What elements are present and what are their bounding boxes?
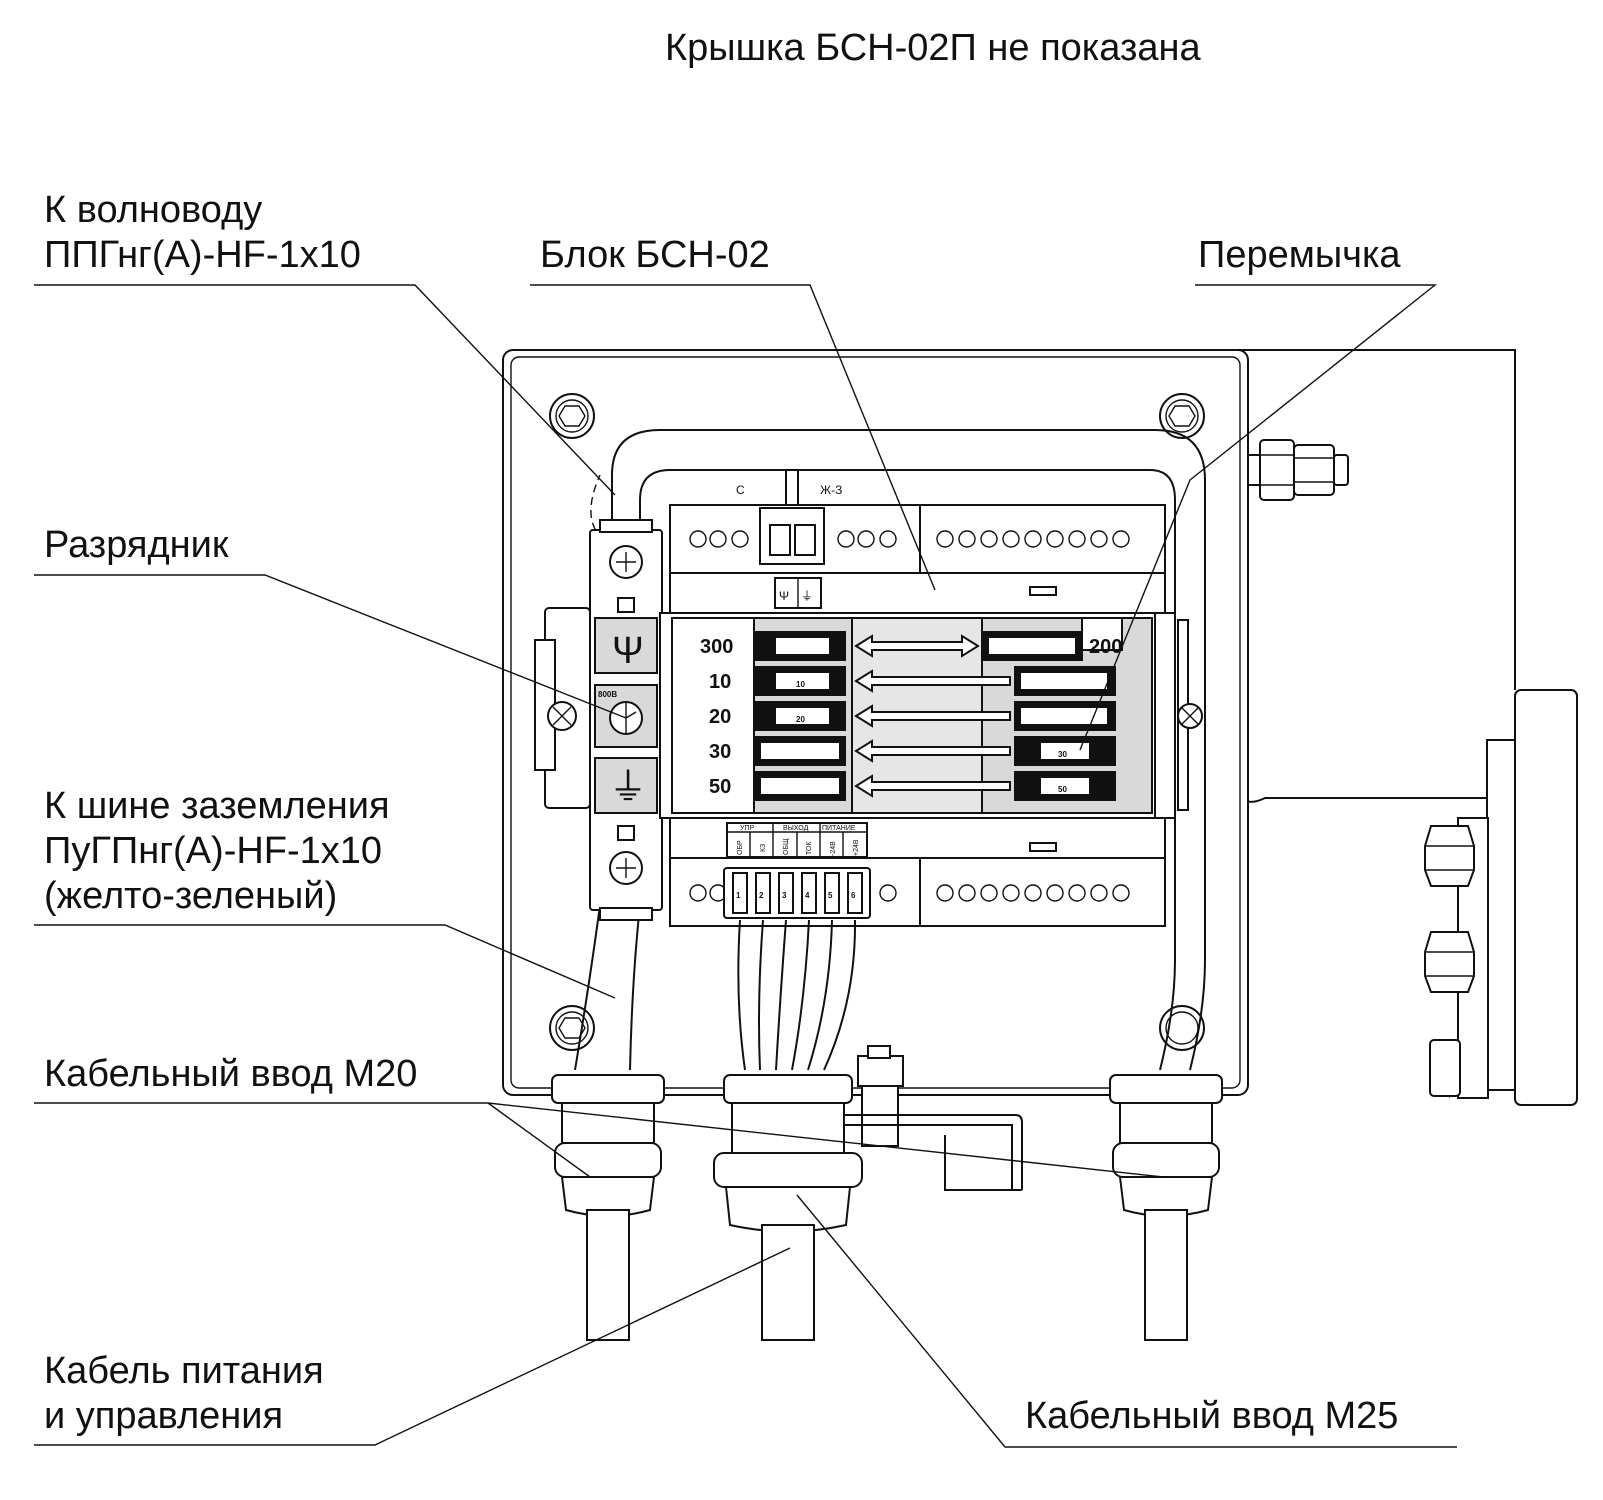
jumper-panel: 300 10 20 30 50 200 10 20 30 50: [671, 617, 1153, 814]
label-cable-line1: Кабель питания: [44, 1350, 324, 1392]
header-kz: КЗ: [760, 844, 767, 852]
ground-stud: [1247, 439, 1349, 501]
pin-5: 5: [828, 891, 833, 900]
label-block: Блок БСН-02: [540, 234, 770, 276]
value-30: 30: [709, 741, 731, 763]
bottom-terminal-header: УПР ВЫХОД ПИТАНИЕ ОБР КЗ ОБЩ ТОК -24В +2…: [726, 822, 868, 858]
ground-mark: ⏚: [609, 767, 647, 809]
surge-arrester: Ψ 800В ⏚: [534, 519, 663, 921]
label-jumper: Перемычка: [1198, 234, 1401, 276]
terminal-antenna-mark: Ψ: [779, 589, 789, 603]
leader-lines: [34, 284, 1457, 1448]
cable-wires: [737, 919, 857, 1071]
header-tok: ТОК: [806, 841, 813, 855]
label-arrester: Разрядник: [44, 524, 229, 566]
top-terminal-row: С Ж-З Ψ ⏚: [689, 470, 1130, 609]
terminal-zh-z-mark: Ж-З: [820, 483, 842, 497]
diagram-title: Крышка БСН-02П не показана: [665, 27, 1202, 69]
label-cable-line2: и управления: [44, 1395, 283, 1437]
pin-3: 3: [782, 891, 787, 900]
header-minus24: -24В: [830, 841, 837, 856]
value-300: 300: [700, 636, 733, 658]
connector-pins: 1 2 3 4 5 6: [732, 872, 863, 914]
jumper-label-50: 50: [1058, 785, 1067, 794]
cable-gland-m20-left: [551, 1074, 665, 1341]
bracket-bolt: [1429, 1038, 1461, 1098]
value-20: 20: [709, 706, 731, 728]
corner-screw: [549, 393, 595, 439]
bracket-bolt: [1424, 825, 1475, 887]
header-vyhod: ВЫХОД: [783, 825, 809, 832]
pin-1: 1: [736, 891, 741, 900]
pin-6: 6: [851, 891, 856, 900]
label-ground-line1: К шине заземления: [44, 785, 390, 827]
label-waveguide-line1: К волноводу: [44, 189, 262, 231]
corner-screw: [549, 1005, 595, 1051]
header-obsh: ОБЩ: [783, 838, 790, 855]
value-10: 10: [709, 671, 731, 693]
label-gland-m20: Кабельный ввод М20: [44, 1053, 417, 1095]
value-200: 200: [1089, 636, 1122, 658]
header-pitanie: ПИТАНИЕ: [822, 825, 856, 832]
value-50: 50: [709, 776, 731, 798]
jumper-label-10: 10: [796, 680, 805, 689]
corner-screw: [1159, 393, 1205, 439]
label-ground-line2: ПуГПнг(А)-HF-1х10: [44, 830, 382, 872]
label-gland-m25: Кабельный ввод М25: [1025, 1395, 1398, 1437]
cable-gland-m25: [713, 1074, 863, 1341]
terminal-c-mark: С: [736, 483, 745, 497]
terminal-ground-mark: ⏚: [801, 589, 813, 603]
mounting-bracket: [1215, 349, 1578, 1106]
label-waveguide-line2: ППГнг(А)-HF-1х10: [44, 234, 361, 276]
jumper-label-30: 30: [1058, 750, 1067, 759]
jumper-label-20: 20: [796, 715, 805, 724]
header-obr: ОБР: [737, 840, 744, 855]
cable-gland-m20-right: [1109, 1074, 1223, 1341]
pin-4: 4: [805, 891, 810, 900]
bracket-bolt: [1424, 931, 1475, 993]
header-plus24: +24В: [853, 839, 860, 856]
cable-clamp: [800, 1045, 1023, 1191]
pin-2: 2: [759, 891, 764, 900]
voltage-mark: 800В: [598, 690, 617, 699]
label-ground-line3: (желто-зеленый): [44, 875, 337, 917]
header-upr: УПР: [740, 825, 754, 832]
antenna-mark: Ψ: [612, 630, 644, 672]
wire-loop: [574, 429, 1206, 1071]
